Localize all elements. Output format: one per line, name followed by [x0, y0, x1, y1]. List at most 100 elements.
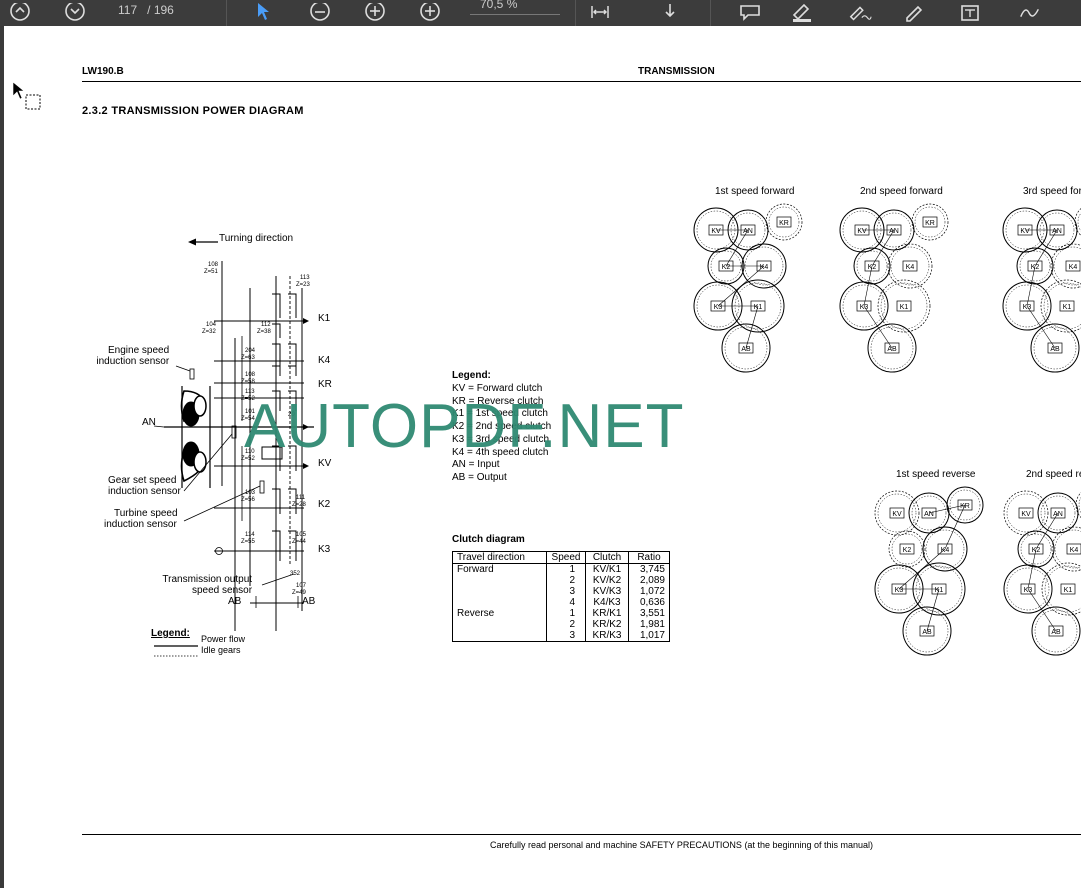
- gear-node-box: [896, 300, 912, 312]
- gear-circle: [1051, 526, 1081, 572]
- output-sensor-label: Transmission output speed sensor: [160, 574, 252, 596]
- gear-node-label: KR: [925, 220, 935, 227]
- page-number-field[interactable]: 117 / 196: [118, 0, 208, 20]
- engine-sensor-label: Engine speed induction sensor: [96, 345, 169, 367]
- table-header: Ratio: [628, 551, 670, 564]
- power-flow-line: [863, 265, 873, 307]
- gear-node-label: K4: [1070, 547, 1079, 554]
- header-section: TRANSMISSION: [638, 66, 715, 77]
- cell-ratio: 0,636: [628, 597, 670, 608]
- zoom-in-icon[interactable]: [363, 1, 387, 25]
- previous-page-icon[interactable]: [8, 1, 32, 25]
- comment-icon[interactable]: [738, 1, 762, 25]
- table-row: 2 KR/K2 1,981: [452, 619, 670, 630]
- gear-circle: [765, 203, 803, 241]
- power-flow-line: [928, 504, 966, 514]
- gear-circle: [946, 486, 984, 524]
- table-row: 3 KV/K3 1,072: [452, 586, 670, 597]
- footer-rule: [82, 834, 1081, 835]
- gear-node-label: K4: [1069, 264, 1078, 271]
- cell-ratio: 1,017: [628, 630, 670, 642]
- next-page-icon[interactable]: [63, 1, 87, 25]
- gear-circle: [1030, 323, 1080, 373]
- power-flow-line: [725, 229, 749, 267]
- gear-circle-inner: [1033, 326, 1077, 370]
- gear-node-label: K4: [906, 264, 915, 271]
- gear-node-label: K3: [860, 304, 869, 311]
- zoom-out-icon[interactable]: [308, 1, 332, 25]
- zoom-level[interactable]: 70,5 %: [480, 0, 518, 11]
- engine-sensor-line2: induction sensor: [96, 356, 170, 367]
- gear-node-box: [1066, 543, 1081, 555]
- signature-icon[interactable]: [1018, 1, 1042, 25]
- pdf-toolbar: 117 / 196 70,5 %: [0, 0, 1081, 26]
- gear-label: 352: [290, 571, 301, 577]
- gear-node-label: AN: [1053, 511, 1063, 518]
- gear-circle-inner: [1020, 533, 1052, 565]
- gear-circle: [874, 490, 920, 536]
- gear-circle-inner: [842, 284, 886, 328]
- gear-circle-inner: [905, 609, 949, 653]
- page-current[interactable]: 117: [118, 3, 138, 17]
- turbine-sensor-line2: induction sensor: [104, 519, 177, 530]
- draw-icon[interactable]: [848, 1, 872, 25]
- fit-width-icon[interactable]: [588, 1, 612, 25]
- gear-node-label: AB: [1051, 629, 1061, 636]
- power-flow-line: [863, 305, 893, 349]
- gear-circle: [922, 526, 968, 572]
- gear-node-label: K1: [900, 304, 909, 311]
- power-flow-line: [926, 588, 940, 632]
- toolbar-separator: [575, 0, 576, 26]
- cell-ratio: 1,981: [628, 619, 670, 630]
- gear-sensor-label: Gear set speed induction sensor: [108, 475, 181, 497]
- gear-circle: [1002, 281, 1052, 331]
- gear-circle: [902, 606, 952, 656]
- highlight-icon[interactable]: [790, 1, 814, 25]
- gear-circle-inner: [911, 495, 947, 531]
- zoom-level-field[interactable]: 70,5 %: [470, 0, 560, 15]
- gear-node-label: K1: [935, 587, 944, 594]
- gear-node-box: [1065, 260, 1081, 272]
- gear-circle-inner: [1040, 495, 1076, 531]
- power-flow-line: [745, 305, 759, 349]
- gear-node-label: KV: [1020, 228, 1030, 235]
- clutch-label-k3: K3: [318, 544, 331, 555]
- gear-node-label: AN: [1052, 228, 1062, 235]
- power-flow-line: [1027, 588, 1057, 632]
- gear-circle-inner: [915, 565, 963, 613]
- gear-circle: [1041, 562, 1081, 616]
- gear-node-label: AB: [741, 346, 751, 353]
- turbine-sensor-line1: Turbine speed: [114, 508, 178, 519]
- zoom-in-alt-icon[interactable]: [418, 1, 442, 25]
- gear-node-box: [776, 216, 792, 228]
- gear-node-label: KR: [779, 220, 789, 227]
- section-title: 2.3.2 TRANSMISSION POWER DIAGRAM: [82, 105, 304, 117]
- gear-circle-inner: [724, 326, 768, 370]
- gear-node-box: [1059, 300, 1075, 312]
- torque-converter: [180, 368, 265, 555]
- pencil-icon[interactable]: [903, 1, 927, 25]
- insert-text-icon[interactable]: [958, 1, 982, 25]
- toolbar-separator: [226, 0, 227, 26]
- clutch-label-kv: KV: [318, 458, 332, 469]
- power-flow-line: [871, 229, 895, 267]
- watermark: AUTOPDF.NET: [244, 392, 685, 461]
- scroll-down-icon[interactable]: [658, 1, 682, 25]
- clutch-label-k4: K4: [318, 355, 331, 366]
- gear-diagram-title-1f: 1st speed forward: [715, 186, 795, 197]
- legend-item: KR = Reverse clutch: [452, 395, 544, 407]
- gear-node-label: K3: [1023, 304, 1032, 311]
- gear-circle-inner: [914, 206, 946, 238]
- table-row: 3 KR/K3 1,017: [452, 630, 670, 642]
- gear-circle: [877, 279, 931, 333]
- select-cursor-icon[interactable]: [252, 1, 276, 25]
- output-sensor-line1: Transmission output: [162, 574, 253, 585]
- gear-node-label: K4: [941, 547, 950, 554]
- gear-diagram-title-1r: 1st speed reverse: [896, 469, 976, 480]
